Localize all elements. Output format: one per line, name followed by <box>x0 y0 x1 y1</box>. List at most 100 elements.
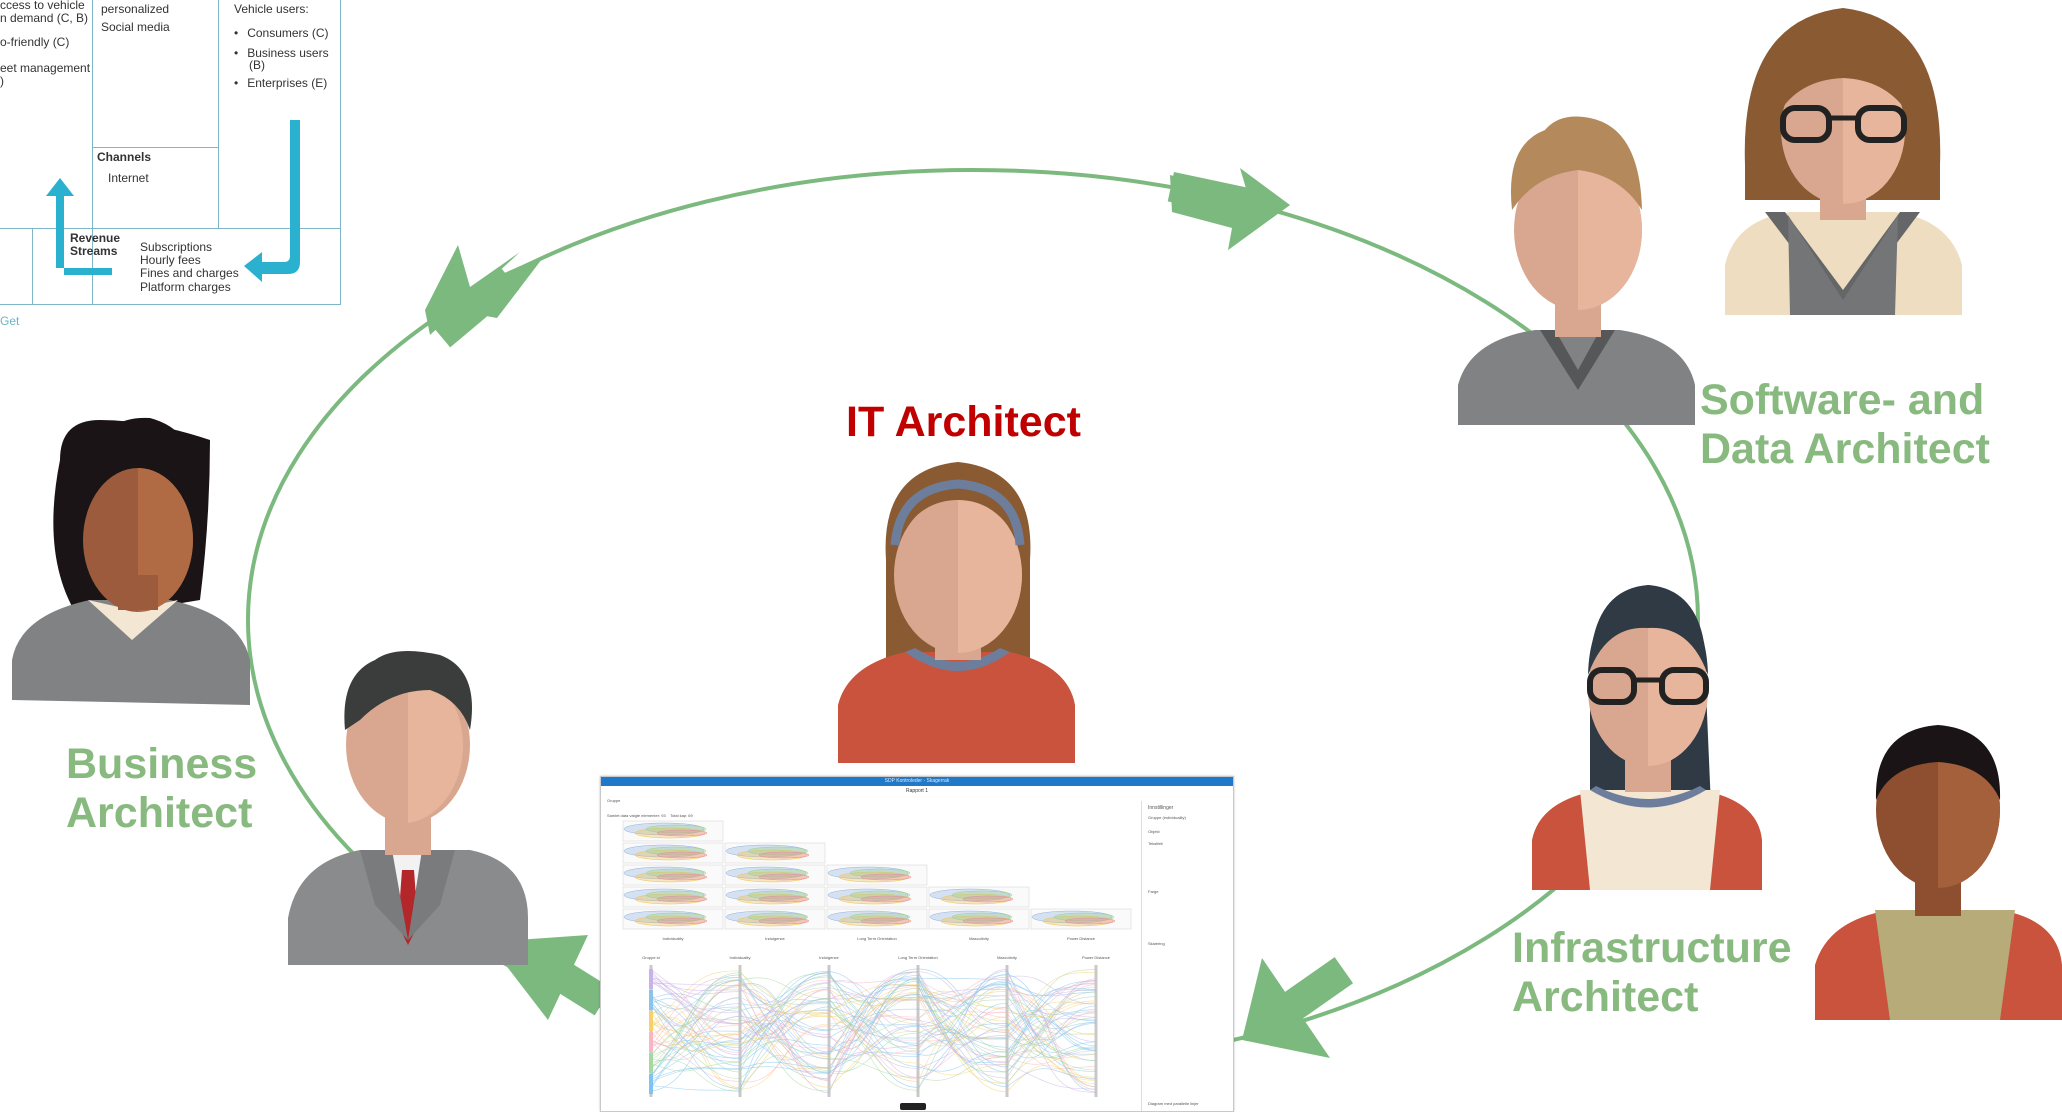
scatter-axis-label: Long Term Orientation <box>857 936 897 941</box>
scatter-cluster <box>656 895 708 903</box>
parallel-line <box>650 978 1097 1093</box>
parallel-axis-label: Gruppe id <box>642 955 660 960</box>
analytics-dashboard-screenshot: SDP Kontroleder - Skagerrak Rapport 1 Gr… <box>600 776 1234 1112</box>
canvas-text: n demand (C, B) <box>0 11 89 25</box>
infrastructure-woman-avatar <box>1532 585 1762 890</box>
business-architect-title: Business Architect <box>66 740 257 837</box>
cycle-arrow-icon <box>425 245 545 348</box>
dashboard-info: Samlet data valgte elementer: 93 Total k… <box>607 813 693 818</box>
return-arrow-icon <box>244 120 300 282</box>
infrastructure-man-avatar <box>1815 725 2062 1020</box>
parallel-line <box>650 994 1097 1092</box>
scatter-cluster <box>758 873 810 881</box>
dashboard-toolbar-label[interactable]: Gruppe <box>607 798 621 803</box>
canvas-divider <box>0 304 341 305</box>
canvas-text: Social media <box>101 20 170 34</box>
parallel-axis-label: Indulgence <box>819 955 839 960</box>
parallel-line <box>650 977 1097 1084</box>
parallel-line <box>650 1011 1097 1082</box>
parallel-line <box>650 986 1097 1088</box>
parallel-line <box>650 979 1097 1070</box>
side-panel-item[interactable]: Skalering <box>1148 941 1165 946</box>
parallel-line <box>650 968 1097 1079</box>
parallel-group-bar <box>649 1053 653 1073</box>
dashboard-info-text: Samlet data valgte elementer: 93 <box>607 813 666 818</box>
parallel-line <box>650 979 1097 1049</box>
scatter-cluster <box>758 895 810 903</box>
canvas-divider <box>0 228 341 229</box>
side-panel-item[interactable]: Farge <box>1148 889 1159 894</box>
parallel-line <box>650 969 1097 1081</box>
parallel-line <box>650 984 1097 1058</box>
canvas-divider <box>32 228 33 305</box>
parallel-line <box>650 972 1097 1088</box>
parallel-axis-label: Masculinity <box>997 955 1017 960</box>
scatter-cluster <box>758 851 810 859</box>
it-architect-title: IT Architect <box>846 398 1081 446</box>
parallel-line <box>650 983 1097 1053</box>
cycle-arrow-icon <box>1242 957 1354 1058</box>
title-line: Business <box>66 740 258 788</box>
scatter-cluster <box>656 829 708 837</box>
parallel-line <box>650 976 1097 1060</box>
cycle-arrow-icon <box>1167 168 1290 250</box>
dashboard-info-text: Total kap: 69 <box>670 813 693 818</box>
channels-title: Channels <box>97 150 152 164</box>
revenue-item: Hourly fees <box>140 253 201 267</box>
title-line: Architect <box>1512 972 1699 1021</box>
side-panel-item[interactable]: Gruppe (individuality) <box>1148 815 1186 820</box>
scatter-cluster <box>656 873 708 881</box>
canvas-text: o-friendly (C) <box>0 35 70 49</box>
title-line: Infrastructure <box>1512 924 1792 972</box>
canvas-link-fragment[interactable]: Get <box>0 314 20 328</box>
customer-segment: Enterprises (E) <box>234 76 327 90</box>
parallel-line <box>650 969 1097 1093</box>
up-arrow-icon <box>46 178 112 275</box>
parallel-group-bar <box>649 969 653 989</box>
revenue-item: Fines and charges <box>140 266 239 280</box>
scatter-cluster <box>962 917 1014 925</box>
data-architect-woman-avatar <box>1725 8 1962 315</box>
customer-segment: Business users <box>234 46 328 60</box>
revenue-item: Subscriptions <box>140 240 213 254</box>
canvas-divider <box>92 0 93 305</box>
side-panel-item[interactable]: Objekt <box>1148 829 1160 834</box>
parallel-line <box>650 993 1097 1090</box>
dashboard-report-title: Rapport 1 <box>906 788 928 794</box>
customer-segment: (B) <box>249 58 265 72</box>
customer-segment: Consumers (C) <box>234 26 328 40</box>
parallel-line <box>650 970 1097 1060</box>
canvas-text: ) <box>0 74 4 88</box>
parallel-group-bar <box>649 1074 653 1094</box>
parallel-line <box>650 981 1097 1079</box>
scatter-cluster <box>656 851 708 859</box>
canvas-text: personalized <box>101 2 170 16</box>
side-panel-item[interactable]: Diagram med parallelle linjer <box>1148 1101 1199 1106</box>
customer-segments-title: Vehicle users: <box>234 2 309 16</box>
revenue-item: Platform charges <box>140 280 231 294</box>
parallel-line <box>650 974 1097 1093</box>
channels-item: Internet <box>108 171 149 185</box>
software-architect-man-avatar <box>1458 116 1695 425</box>
canvas-text: eet management <box>0 61 91 75</box>
parallel-line <box>650 999 1097 1088</box>
scatter-cluster <box>860 917 912 925</box>
title-line: Data Architect <box>1700 424 1990 473</box>
canvas-text: ccess to vehicle <box>0 0 85 12</box>
parallel-line <box>650 980 1097 1091</box>
scatter-axis-label: Masculinity <box>969 936 989 941</box>
parallel-line <box>650 970 1097 1081</box>
business-man-avatar <box>288 651 528 965</box>
parallel-line <box>650 980 1097 1082</box>
scatter-cluster <box>860 873 912 881</box>
canvas-divider <box>340 0 341 305</box>
canvas-arrows <box>46 120 300 282</box>
dashboard-pager-dots[interactable] <box>900 1103 926 1110</box>
side-panel-item[interactable]: Tekstfelt <box>1148 841 1163 846</box>
canvas-divider <box>218 0 219 228</box>
scatter-axis-label: Power Distance <box>1067 936 1096 941</box>
dashboard-window-title: SDP Kontroleder - Skagerrak <box>601 777 1233 786</box>
business-model-canvas-fragment: ccess to vehicle n demand (C, B) o-frien… <box>0 0 342 328</box>
